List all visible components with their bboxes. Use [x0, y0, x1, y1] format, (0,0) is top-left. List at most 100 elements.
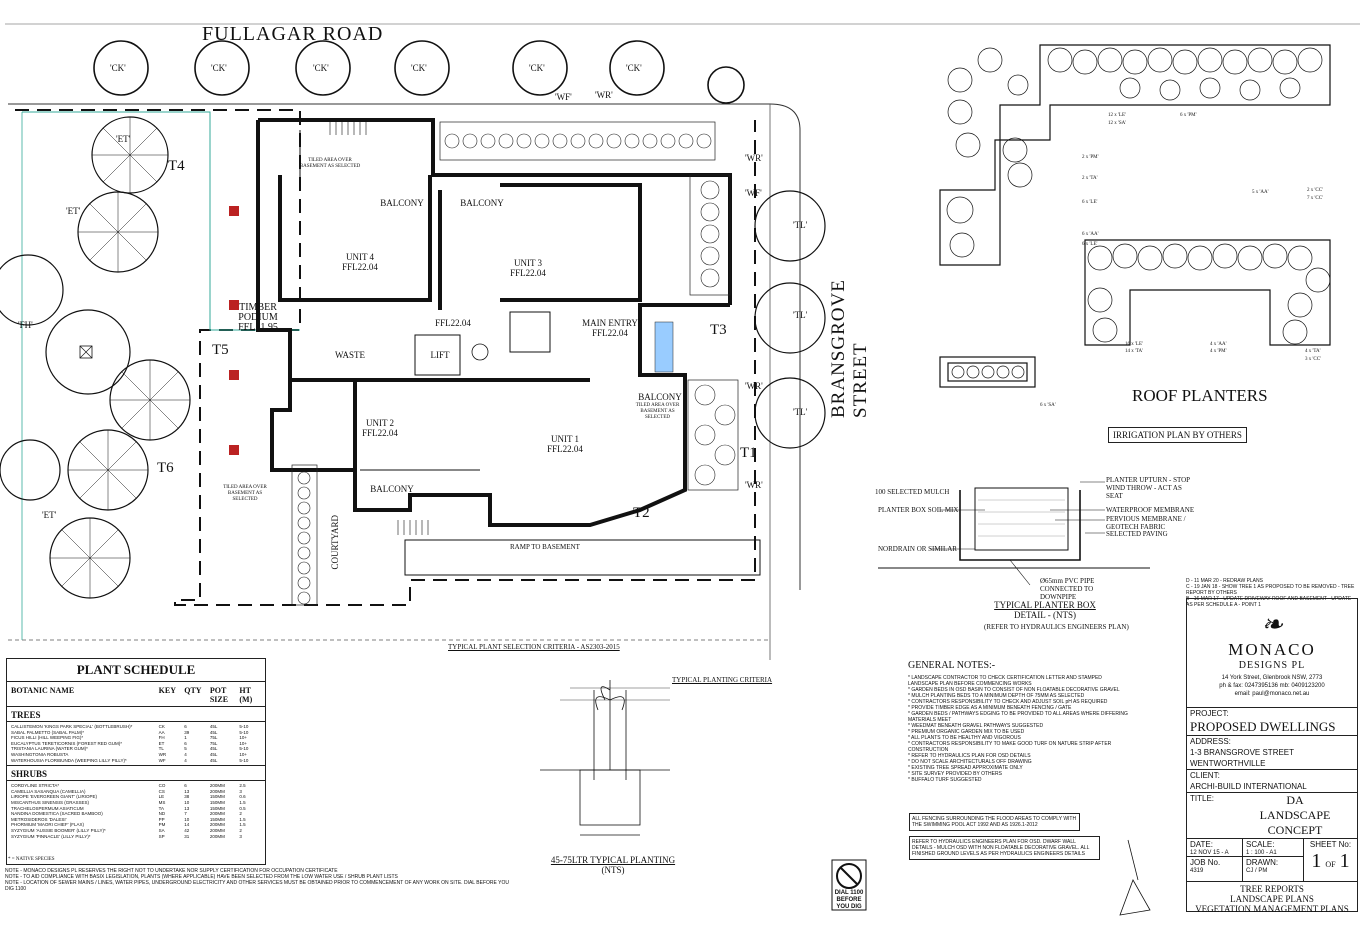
roof-label: 14 x 'TA' — [1125, 349, 1144, 354]
tree-number-t5: T5 — [212, 342, 229, 358]
schedule-cell: PP — [158, 816, 165, 822]
osd-note: REFER TO HYDRAULICS ENGINEERS PLAN FOR O… — [909, 836, 1100, 860]
tree-number-t6: T6 — [157, 460, 174, 476]
general-note-item: * LANDSCAPE CONTRACTOR TO CHECK CERTIFIC… — [908, 675, 1102, 687]
general-note-item: * MULCH PLANTING BEDS TO A MINIMUM DEPTH… — [908, 693, 1085, 699]
date-scale-sheet-row: DATE: 12 NOV 15 - A JOB No. 4319 SCALE: … — [1187, 839, 1357, 882]
roof-label: 4 x 'AA' — [1210, 342, 1227, 347]
tree-tag: 'CK' — [110, 63, 126, 73]
irrigation-note: IRRIGATION PLAN BY OTHERS — [1108, 427, 1247, 443]
plant-schedule: PLANT SCHEDULE BOTANIC NAME KEY QTY POT … — [6, 658, 266, 865]
schedule-cell: FICUS HILLI (HILL WEEPING FIG)* — [11, 735, 84, 741]
ramp-label: RAMP TO BASEMENT — [510, 543, 580, 551]
roof-label: 16 x 'LE' — [1125, 342, 1143, 347]
schedule-cell: CAMELLIA SASANQUA (CAMELLIA) — [11, 788, 86, 794]
title-block-footer: TREE REPORTS LANDSCAPE PLANS VEGETATION … — [1195, 884, 1349, 914]
roof-label: 12 x 'LE' — [1108, 113, 1126, 118]
roof-label: 4 x 'PM' — [1210, 349, 1227, 354]
schedule-cell: 1.5 — [239, 816, 246, 822]
schedule-cell: 2 — [239, 827, 242, 833]
schedule-cell: 5-10 — [239, 757, 249, 763]
planter-label: 100 SELECTED MULCH — [875, 488, 950, 496]
schedule-cell: 13 — [184, 788, 190, 794]
planter-label: PLANTER UPTURN - STOP WIND THROW - ACT A… — [1106, 476, 1190, 500]
tree-tag-wr: 'WR' — [745, 381, 763, 391]
roof-label: 12 x 'SA' — [1108, 121, 1127, 126]
schedule-cell: 45L — [209, 757, 218, 763]
room-lift: LIFT — [430, 350, 450, 360]
roof-label: 2 x 'TA' — [1082, 176, 1098, 181]
schedule-cell: 45L — [209, 729, 218, 735]
schedule-cell: MS — [158, 799, 166, 805]
schedule-trees-rows: CALLISTEMON 'KINGS PARK SPECIAL' (BOTTLE… — [7, 722, 265, 767]
planter-label: SELECTED PAVING — [1106, 530, 1168, 538]
schedule-cell: 5-10 — [239, 724, 249, 729]
schedule-cell: WATERHOUSIA FLORIBUNDA (WEEPING LILLY PI… — [11, 757, 127, 763]
schedule-row: EUCALYPTUS TERETICORNIS (FOREST RED GUM)… — [7, 741, 265, 747]
planter-detail-caption: TYPICAL PLANTER BOX DETAIL - (NTS) — [994, 600, 1096, 620]
schedule-cell: 13 — [184, 805, 190, 811]
schedule-cell: SA — [158, 827, 165, 833]
roof-label: 6 x 'LE' — [1082, 242, 1098, 247]
planter-label: NORDRAIN OR SIMILAR — [878, 545, 957, 553]
schedule-cell: LE — [158, 794, 165, 800]
schedule-cell: 75L — [209, 735, 218, 741]
general-note-item: * DO NOT SCALE ARCHITECTURALS OFF DRAWIN… — [908, 759, 1032, 765]
schedule-cell: 45L — [209, 724, 218, 729]
schedule-cell: 200MM — [209, 788, 225, 794]
schedule-trees-heading: TREES — [7, 707, 265, 722]
general-note-item: * BUFFALO TURF SUGGESTED — [908, 777, 982, 783]
tree-tag-fh: 'FH' — [18, 320, 33, 330]
company-name: MONACO — [1228, 640, 1316, 659]
roof-label: 4 x 'TA' — [1305, 349, 1321, 354]
tree-tag-tl: 'TL' — [793, 220, 808, 230]
schedule-cell: 5-10 — [239, 746, 249, 752]
tree-number-t3: T3 — [710, 322, 727, 338]
tree-tag: 'CK' — [411, 63, 427, 73]
tree-number-t2: T2 — [633, 505, 650, 521]
schedule-cell: 200MM — [209, 827, 225, 833]
room-balcony: BALCONY — [638, 392, 682, 402]
tree-tag-et: 'ET' — [116, 134, 131, 144]
schedule-cell: 4 — [184, 751, 187, 757]
schedule-cell: 1 — [184, 735, 187, 741]
company-logo-block: ❧ MONACO DESIGNS PL 14 York Street, Glen… — [1187, 599, 1357, 708]
schedule-cell: CO — [158, 783, 166, 789]
general-note-item: * PREMIUM ORGANIC GARDEN MIX TO BE USED — [908, 729, 1025, 735]
room-balcony: BALCONY — [380, 198, 424, 208]
schedule-cell: WR — [158, 751, 167, 757]
monaco-logo-icon: ❧ — [1261, 609, 1283, 639]
tree-tag-et: 'ET' — [42, 510, 57, 520]
schedule-cell: CORDYLINE STRICTA* — [11, 783, 60, 789]
schedule-cell: 5-10 — [239, 729, 249, 735]
schedule-cell: TL — [158, 746, 164, 752]
tree-number-t4: T4 — [168, 158, 185, 174]
drawing-title-field: TITLE: DA LANDSCAPE CONCEPT — [1187, 793, 1357, 839]
general-note-item: * PROVIDE TIMBER EDGE AS A MINIMUM BENEA… — [908, 705, 1072, 711]
schedule-cell: TA — [158, 805, 165, 811]
schedule-row: WATERHOUSIA FLORIBUNDA (WEEPING LILLY PI… — [7, 758, 265, 764]
room-lobby-ffl: FFL22.04 — [435, 318, 471, 328]
schedule-cell: 10+ — [239, 740, 247, 746]
tree-tag-wf: 'WF' — [745, 188, 762, 198]
schedule-cell: 6 — [184, 783, 187, 789]
schedule-cell: 3 — [239, 788, 242, 794]
schedule-cell: 3 — [239, 833, 242, 839]
schedule-cell: 45L — [209, 746, 218, 752]
schedule-cell: TRACHELOSPERMUM ASIATICUM — [11, 805, 84, 811]
schedule-row: SYZYGIUM 'AUSSIE BOOMER' (LILLY PILLY)*S… — [7, 828, 265, 834]
schedule-cell: PHORMIUM 'MAORI CHIEF' (FLAX) — [11, 822, 84, 828]
schedule-cell: 2 — [239, 811, 242, 817]
company-address: 14 York Street, Glenbrook NSW, 2773 — [1221, 675, 1323, 681]
schedule-cell: 6 — [184, 740, 187, 746]
